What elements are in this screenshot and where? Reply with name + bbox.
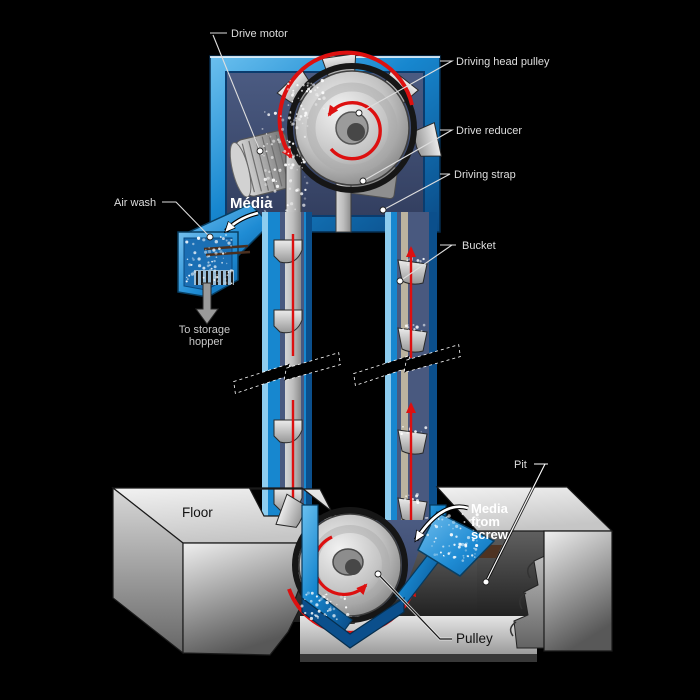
pit-floor-shadow (300, 654, 537, 662)
dot-drive-motor (256, 147, 264, 155)
screw-conveyor (513, 530, 550, 649)
leader-driving-head-pulley (358, 60, 455, 114)
leader-pit (485, 463, 548, 583)
label-media: Média (230, 195, 273, 212)
label-media-from-screw: Media from screw (471, 501, 511, 542)
boot-pulley-shaft-hole (345, 559, 361, 575)
label-bucket: Bucket (462, 240, 496, 252)
louver-slats (203, 244, 251, 257)
leader-drive-reducer (362, 129, 455, 182)
dot-driving-strap (379, 206, 387, 214)
bucket-media (402, 323, 426, 332)
boot-bottom (301, 596, 405, 649)
label-driving-head-pulley: Driving head pulley (456, 56, 550, 68)
label-pit: Pit (514, 459, 527, 471)
break-symbol-right (353, 344, 461, 386)
media-in-boot (300, 591, 350, 621)
media-from-screw-arrow (416, 505, 469, 540)
break-symbol-left (233, 352, 341, 394)
media-discharge-spray (286, 78, 326, 123)
label-to-storage-hopper: To storage hopper (179, 324, 233, 348)
label-drive-reducer: Drive reducer (456, 125, 522, 137)
head-rotation-arrow-inner (327, 101, 382, 161)
dot-driving-head-pulley (355, 109, 363, 117)
dot-pit (482, 578, 490, 586)
head-housing (209, 50, 442, 233)
discharge-chute (177, 203, 272, 325)
screen-slots (196, 271, 233, 285)
label-driving-strap: Driving strap (454, 169, 516, 181)
media-stream-head (261, 111, 309, 213)
air-wash-screen (194, 270, 234, 285)
driving-head-pulley (287, 63, 417, 193)
leader-bucket (399, 244, 456, 282)
boot-rotation-arrow-inner (312, 535, 368, 596)
annotations: Drive motor Driving head pulley Drive re… (114, 28, 550, 646)
floor-right-block (435, 486, 614, 652)
dot-pulley (374, 570, 382, 578)
dot-drive-reducer (359, 177, 367, 185)
leader-driving-strap (382, 173, 451, 211)
to-storage-arrow (195, 282, 219, 325)
label-drive-motor: Drive motor (231, 28, 288, 40)
leader-pulley (377, 573, 452, 640)
head-pulley-shaft-hole (347, 123, 365, 141)
label-pulley: Pulley (456, 631, 493, 646)
media-in-spout (185, 234, 234, 285)
right-leg-belt (401, 212, 408, 545)
head-rotation-arrow-outer (277, 50, 414, 159)
dot-bucket (396, 277, 404, 285)
pit-floor-slab (300, 616, 537, 654)
leader-air-wash (162, 201, 211, 238)
right-leg (385, 212, 437, 545)
head-belt-ring (287, 63, 417, 193)
label-floor: Floor (182, 505, 213, 520)
media-at-inlet (424, 513, 481, 562)
boot-section (275, 493, 502, 649)
left-leg-belt (285, 212, 301, 545)
media-arrow (226, 211, 259, 231)
label-air-wash: Air wash (114, 197, 156, 209)
right-block-front (543, 530, 613, 652)
leader-drive-motor (210, 32, 261, 152)
screw-flights (509, 561, 535, 637)
dot-air-wash (206, 233, 214, 241)
